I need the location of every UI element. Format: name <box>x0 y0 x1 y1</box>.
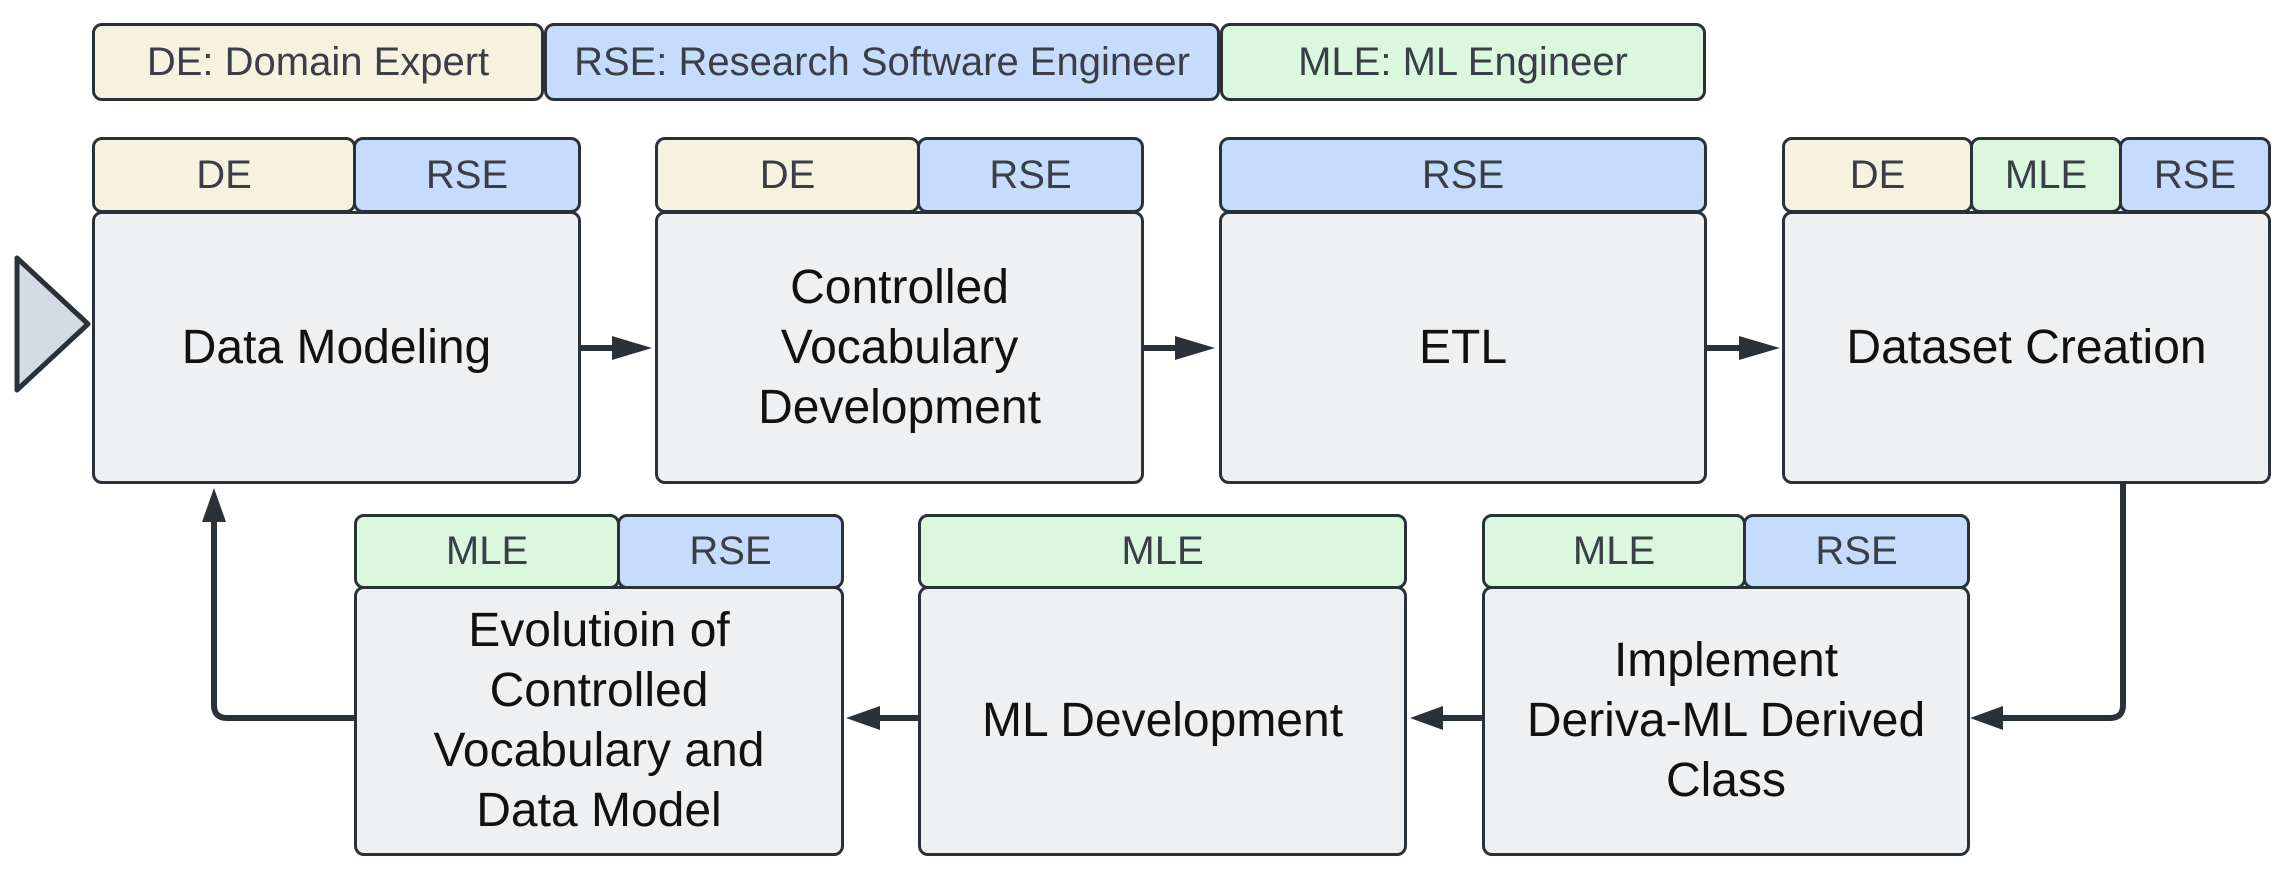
legend-ml-engineer: MLE: ML Engineer <box>1220 23 1706 101</box>
arrowhead-evolution <box>846 706 880 730</box>
arrowhead-etl <box>1175 336 1215 360</box>
role-tag-rse: RSE <box>1219 137 1707 213</box>
role-tag-rse: RSE <box>617 514 844 589</box>
role-tag-mle: MLE <box>1482 514 1746 589</box>
role-tag-mle: MLE <box>1970 137 2122 213</box>
role-tag-de: DE <box>92 137 356 213</box>
step-controlled-vocabulary-development: Controlled Vocabulary Development <box>655 211 1144 484</box>
arrowhead-implement <box>1970 706 2003 730</box>
arrow-dataset-to-implement <box>2000 483 2126 721</box>
legend-domain-expert: DE: Domain Expert <box>92 23 544 101</box>
role-tag-rse: RSE <box>1743 514 1970 589</box>
step-implement-deriva-ml-derived-class: Implement Deriva-ML Derived Class <box>1482 586 1970 856</box>
legend-research-software-engineer: RSE: Research Software Engineer <box>544 23 1220 101</box>
arrowhead-dataset <box>1739 336 1780 360</box>
arrowhead-vocab <box>612 336 652 360</box>
role-tag-de: DE <box>655 137 920 213</box>
arrow-evolution-to-data-modeling <box>211 518 354 721</box>
role-tag-rse: RSE <box>2119 137 2271 213</box>
role-tag-de: DE <box>1782 137 1973 213</box>
start-triangle <box>14 255 91 393</box>
step-dataset-creation: Dataset Creation <box>1782 211 2271 484</box>
role-tag-rse: RSE <box>353 137 581 213</box>
step-data-modeling: Data Modeling <box>92 211 581 484</box>
step-evolution-of-controlled-vocabulary: Evolutioin of Controlled Vocabulary and … <box>354 586 844 856</box>
arrowhead-data-modeling <box>202 488 226 522</box>
arrowhead-ml <box>1410 706 1443 730</box>
step-ml-development: ML Development <box>918 586 1407 856</box>
role-tag-rse: RSE <box>917 137 1144 213</box>
step-etl: ETL <box>1219 211 1707 484</box>
role-tag-mle: MLE <box>354 514 620 589</box>
role-tag-mle: MLE <box>918 514 1407 589</box>
